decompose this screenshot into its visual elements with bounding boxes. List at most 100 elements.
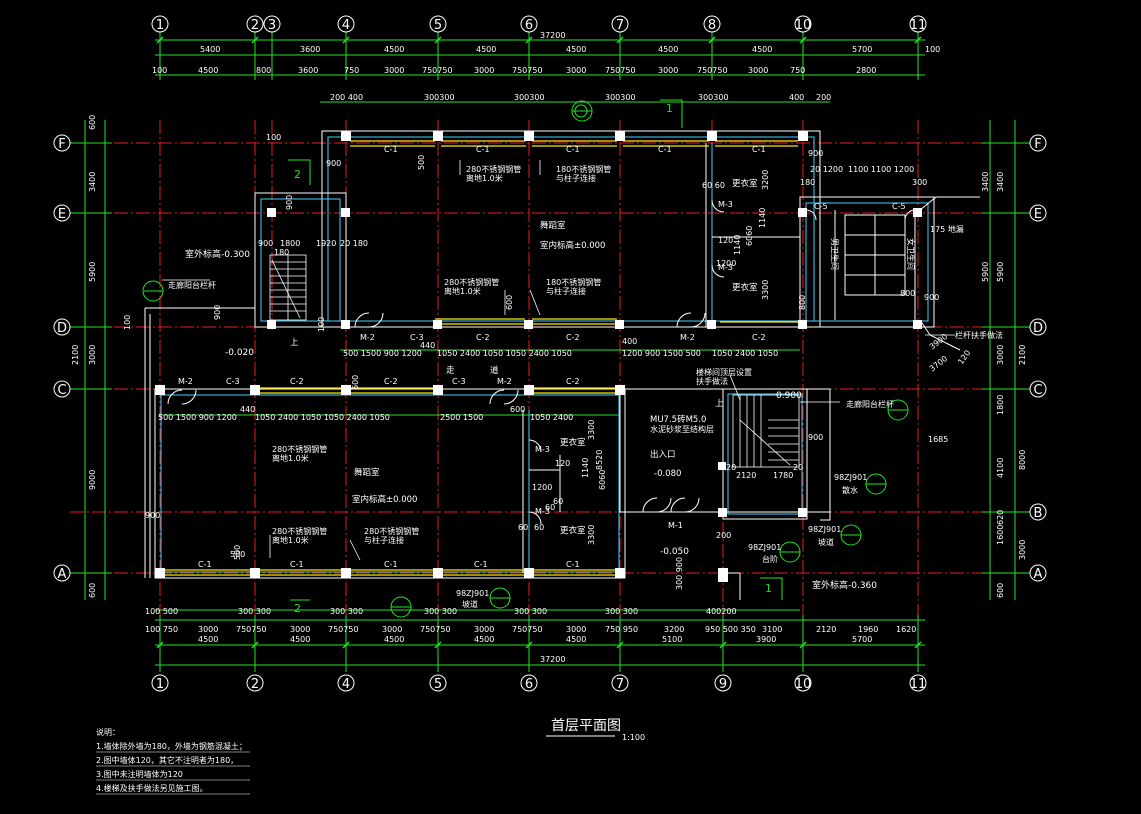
axis-col-10: 10 (795, 18, 812, 33)
dim-m-14: 500 (233, 545, 242, 560)
dim-top3-1: 300300 (424, 93, 455, 102)
axis-bubbles (53, 15, 1047, 692)
label-c5-b: C-5 (892, 202, 906, 211)
dim-d-3: 1050 2400 1050 (712, 349, 778, 358)
room-change-2: 更衣室 (732, 282, 758, 293)
label-c5-a: C-5 (814, 202, 828, 211)
label-c1-b: C-1 (476, 145, 490, 154)
label-m2-d: M-2 (497, 377, 512, 386)
dim-m-36: 1780 (773, 471, 793, 480)
dim-bot2-1: 3000 (198, 625, 218, 634)
label-c1-c: C-1 (566, 145, 580, 154)
note-rail-3b: 离地1.0米 (444, 286, 481, 296)
dim-c-1: 1050 2400 1050 1050 2400 1050 (255, 413, 390, 422)
level-stair: 0.900 (776, 391, 802, 401)
note-up-2: 上 (715, 399, 724, 409)
dim-bot2-10: 750 950 (605, 625, 638, 634)
dim-m-48: 60 (553, 497, 563, 506)
dim-c-0: 500 1500 900 1200 (158, 413, 237, 422)
dim-top3-5: 400 (789, 93, 804, 102)
dim-right-10: 3000 (1018, 540, 1027, 560)
walls (144, 130, 980, 600)
axis-row-E-right: E (1034, 207, 1042, 222)
note-rail-5a: 280不锈钢钢管 (272, 444, 327, 454)
dim-right-7b: 5900 (981, 262, 990, 282)
dim-top2-16: 3000 (748, 66, 768, 75)
windows (164, 140, 800, 576)
axis-col-6: 6 (525, 18, 533, 33)
dim-m-33: 20 (726, 463, 736, 472)
dim-bot2-8: 750750 (512, 625, 543, 634)
dim-m-45: 800 (798, 295, 807, 310)
room-entry: 出入口 (650, 449, 676, 460)
dim-m-9: 600 (505, 295, 514, 310)
notes-item-3: 3.图中未注明墙体为120 (96, 769, 183, 779)
dim-top2-12: 750750 (605, 66, 636, 75)
dim-left-1: 3400 (88, 172, 97, 192)
dim-m-37: 900 (808, 433, 823, 442)
label-c2-d: C-2 (290, 377, 304, 386)
label-c1-e: C-1 (752, 145, 766, 154)
dim-m-44: 800 (900, 289, 915, 298)
room-toilet-f: 女卫生间 (906, 238, 916, 270)
dim-right-7: 3400 (981, 172, 990, 192)
drawing-title: 首层平面图 (551, 718, 621, 734)
dim-m-32: 60 (534, 523, 544, 532)
note-rail-7b: 与柱子连接 (364, 535, 404, 545)
dim-top3-4: 300300 (698, 93, 729, 102)
dim-bot2-13: 3100 (762, 625, 782, 634)
label-m1: M-1 (668, 521, 683, 530)
note-stair-top-a: 楼梯间顶层设置 (696, 367, 752, 377)
dim-bot-8: 5700 (852, 635, 872, 644)
dim-m-25: 120 (555, 459, 570, 468)
dim-top2-3: 3600 (298, 66, 318, 75)
dim-m-39: 300 900 (675, 557, 684, 590)
label-c2-a: C-2 (476, 333, 490, 342)
dim-m-21: 6060 (745, 226, 754, 246)
label-c2-e: C-2 (384, 377, 398, 386)
dim-right-4: 1800 (996, 395, 1005, 415)
dim-top-3: 4500 (384, 45, 404, 54)
dim-c-3: 1050 2400 (530, 413, 573, 422)
dim-left-6: 600 (88, 583, 97, 598)
dim-bot3-1: 300 300 (238, 607, 271, 616)
dim-m-24: 60 60 (702, 181, 725, 190)
level-left: 室外标高-0.300 (185, 248, 250, 260)
dim-m-40: 1685 (928, 435, 948, 444)
dim-bot2-15: 1960 (858, 625, 878, 634)
dim-bot3-4: 300 300 (514, 607, 547, 616)
axis-col-11-bottom: 11 (910, 677, 927, 692)
axis-col-4-bottom: 4 (342, 677, 350, 692)
dim-top-6: 4500 (658, 45, 678, 54)
dim-right-3: 3000 (996, 345, 1005, 365)
room-dance-1: 舞蹈室 (540, 220, 566, 231)
dim-top2-2: 800 (256, 66, 271, 75)
axis-col-8: 8 (708, 18, 716, 33)
axis-grid (70, 120, 1030, 640)
axis-col-2-bottom: 2 (251, 677, 259, 692)
title-block: 首层平面图 1:100 (546, 718, 645, 742)
dim-m-16: 120 (718, 236, 733, 245)
level-dance-1: 室内标高±0.000 (540, 240, 605, 251)
dim-m-42: 3700 (928, 354, 950, 374)
dim-m-5: 900 (326, 159, 341, 168)
label-c1-d: C-1 (658, 145, 672, 154)
note-rail-2b: 与柱子连接 (556, 173, 596, 183)
dim-right-8: 2100 (1018, 345, 1027, 365)
notes-item-2: 2.图中墙体120，其它不注明者为180， (96, 755, 238, 765)
room-toilet-m: 男卫生间 (830, 238, 840, 270)
dim-m-38: 200 (716, 531, 731, 540)
dim-bot-5: 4500 (566, 635, 586, 644)
dim-m-2: 1920 (316, 239, 336, 248)
dim-m-0: 900 (258, 239, 273, 248)
room-change-4: 更衣室 (560, 525, 586, 536)
label-c1-h: C-1 (384, 560, 398, 569)
note-rail-6b: 离地1.0米 (272, 535, 309, 545)
dim-top-9: 100 (925, 45, 940, 54)
dim-left-2: 5900 (88, 262, 97, 282)
axis-col-1-bottom: 1 (156, 677, 164, 692)
level-dance-2: 室内标高±0.000 (352, 494, 417, 505)
note-rail-1b: 离地1.0米 (466, 173, 503, 183)
note-ref-4: 98ZJ901 (456, 589, 489, 598)
label-c3-b: C-3 (226, 377, 240, 386)
